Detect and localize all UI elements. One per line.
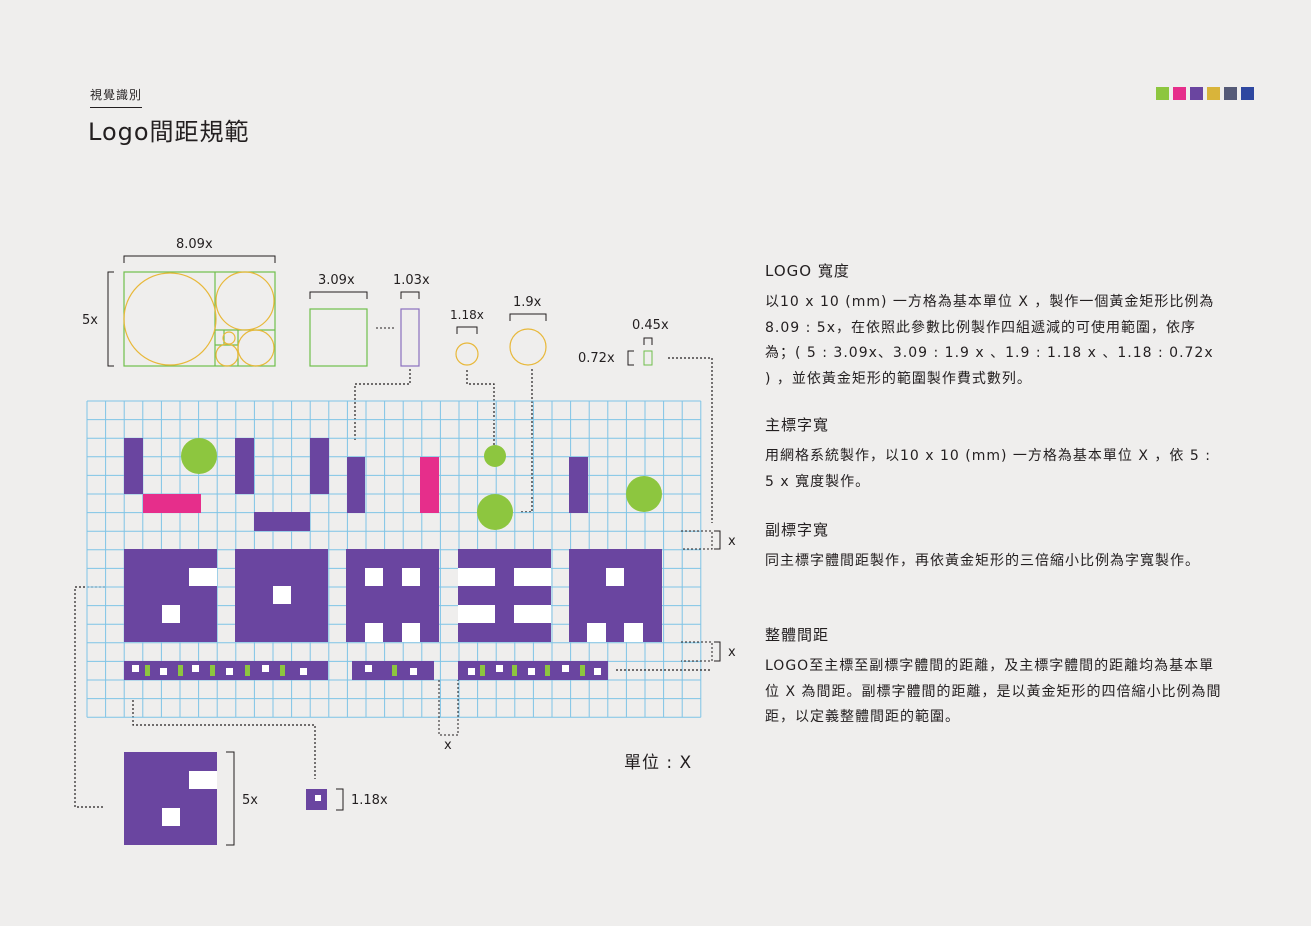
label-072: 0.72x <box>578 351 615 366</box>
bracket-072 <box>627 350 634 366</box>
bracket-045 <box>643 337 653 345</box>
golden-width-label: 8.09x <box>176 237 213 252</box>
label-309: 3.09x <box>318 273 355 288</box>
golden-height-label: 5x <box>82 313 98 328</box>
rect-103 <box>400 308 420 367</box>
section-title-sub-width: 副標字寬 <box>765 521 830 539</box>
gap-label-3: x <box>444 738 452 753</box>
logo-marks <box>124 438 662 531</box>
main-title-letters <box>124 549 662 642</box>
section-title-overall-spacing: 整體間距 <box>765 626 830 644</box>
swatch-purple <box>1190 87 1203 100</box>
leader-lines <box>74 357 713 808</box>
bracket-118 <box>456 326 478 334</box>
gap-label-1: x <box>728 534 736 549</box>
rect-045 <box>643 350 653 366</box>
bracket-309 <box>309 291 368 299</box>
swatch-yellow <box>1207 87 1220 100</box>
sub-title-cutouts <box>132 665 601 675</box>
label-19: 1.9x <box>513 295 542 310</box>
swatch-blue <box>1241 87 1254 100</box>
page-title: Logo間距規範 <box>88 118 250 146</box>
circle-19 <box>509 328 547 366</box>
main-title-cutouts <box>162 568 643 642</box>
spacing-diagram: 8.09x 5x 3.09x 1.03x 1.18x 1.9x 0.45x 0.… <box>74 237 736 846</box>
gap-label-2: x <box>728 645 736 660</box>
square-309 <box>309 308 368 367</box>
gap-markers <box>438 530 721 736</box>
label-103: 1.03x <box>393 273 430 288</box>
detail-sub-height: 1.18x <box>351 793 388 808</box>
section-title-main-width: 主標字寬 <box>765 416 830 434</box>
swatch-slate <box>1224 87 1237 100</box>
width-bracket <box>107 255 276 367</box>
detail-sub-letter <box>306 788 344 811</box>
swatch-pink <box>1173 87 1186 100</box>
section-body-main-width: 用網格系統製作，以10 x 10 (mm) 一方格為基本單位 X ，依 5 : … <box>765 448 1211 490</box>
label-045: 0.45x <box>632 318 669 333</box>
golden-rectangle <box>123 271 276 367</box>
detail-main-letter <box>124 751 235 846</box>
unit-label: 單位 : X <box>624 753 693 773</box>
section-body-sub-width: 同主標字體間距製作，再依黃金矩形的三倍縮小比例為字寬製作。 <box>765 553 1200 569</box>
bracket-103 <box>400 291 420 299</box>
bracket-19 <box>509 313 547 321</box>
sub-title-accents <box>145 665 585 676</box>
detail-main-height: 5x <box>242 793 258 808</box>
section-title-logo-width: LOGO 寬度 <box>765 262 850 280</box>
swatch-green <box>1156 87 1169 100</box>
section-body-logo-width: 以10 x 10 (mm) 一方格為基本單位 X ，製作一個黃金矩形比例為8.0… <box>765 294 1215 387</box>
label-118: 1.18x <box>450 308 484 322</box>
section-subtitle: 視覺識別 <box>90 86 143 108</box>
section-body-overall-spacing: LOGO至主標至副標字體間的距離，及主標字體間的距離均為基本單位 X 為間距。副… <box>765 658 1222 725</box>
circle-118 <box>455 342 479 366</box>
color-palette <box>1156 87 1254 100</box>
